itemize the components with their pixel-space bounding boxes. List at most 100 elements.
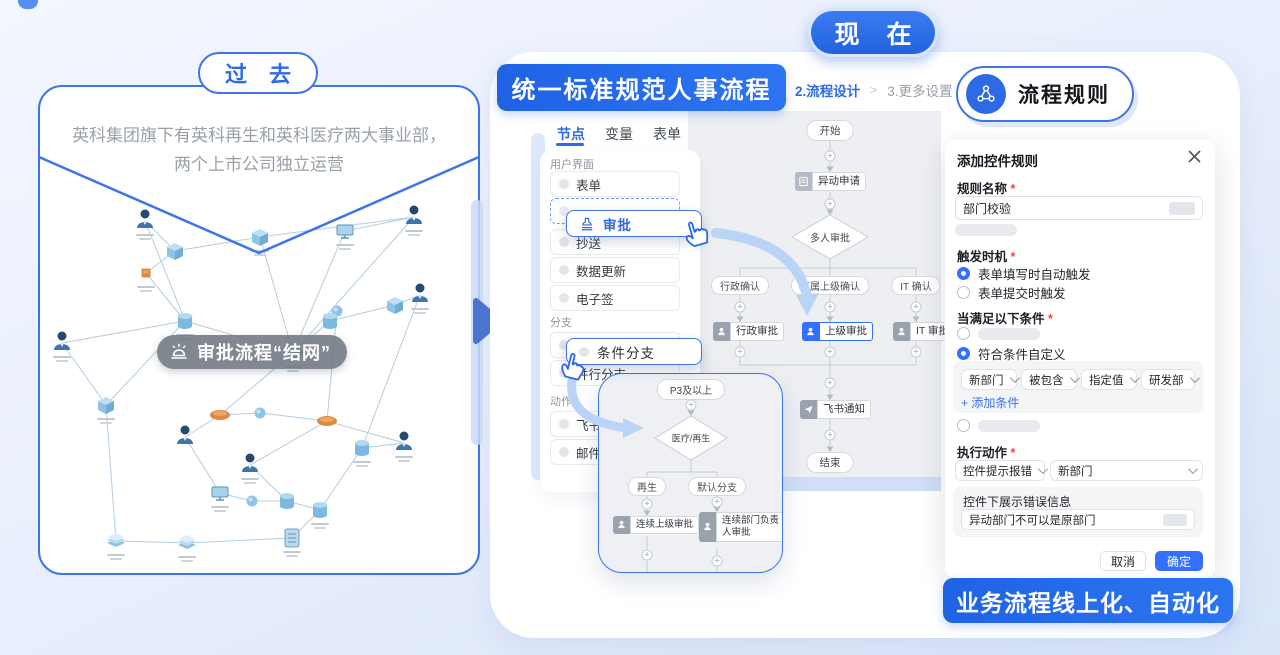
add-condition-link[interactable]: + 添加条件 [961,396,1020,410]
tab-variables[interactable]: 变量 [605,126,633,142]
sidebar-item-esign[interactable]: 电子签 [550,285,680,311]
hand-cursor-icon [685,221,709,248]
add-node-connector[interactable] [910,301,922,313]
radio-on-icon[interactable] [957,347,970,360]
add-node-connector[interactable] [685,399,697,411]
add-node-connector[interactable] [824,377,836,389]
trigger-label-text: 触发时机 [957,250,1008,264]
add-node-connector[interactable] [824,429,836,441]
rule-name-label: 规则名称 * [957,178,1015,197]
breadcrumb-step-design[interactable]: 2.流程设计 [795,84,861,99]
condition-field-dropdown[interactable]: 新部门 [961,369,1020,390]
sidebar-item-form[interactable]: 表单 [550,171,680,197]
sidebar-item-cc-label: 抄送 [576,236,602,251]
confirm-button[interactable]: 确定 [1155,551,1203,571]
approver-icon [893,322,910,342]
bottom-banner-label: 业务流程线上化、自动化 [956,589,1220,616]
add-node-connector[interactable] [641,498,653,510]
condition-operator-dropdown[interactable]: 被包含 [1021,369,1080,390]
network-tooltip: 审批流程“结网” [157,335,347,369]
main-flow: 开始 异动申请 多人审批 行政确认 直属上级确认 IT 确认 行政审批 上级审批 [688,111,956,477]
logo-mark [18,0,38,9]
flow-notify-label: 飞书通知 [817,400,871,420]
main-banner-label: 统一标准规范人事流程 [511,77,772,104]
sidebar-item-data-update[interactable]: 数据更新 [550,257,680,283]
close-icon[interactable] [1188,150,1201,163]
bell-icon [171,343,187,359]
flow-admin-approve-label: 行政审批 [730,322,784,342]
item-dot-icon [559,265,569,275]
breadcrumb-separator: > [870,83,878,97]
required-mark: * [1010,250,1016,264]
add-node-connector[interactable] [711,555,723,567]
branch-cond-admin[interactable]: 行政确认 [711,276,769,295]
subflow-dept-head-node[interactable]: 连续部门负责人审批 [699,512,782,542]
flow-end-node[interactable]: 结束 [806,452,854,473]
skeleton-pill [955,224,1017,236]
condition-label-text: 当满足以下条件 [957,312,1045,326]
flow-apply-node[interactable]: 异动申请 [795,172,866,192]
trigger-option-auto[interactable]: 表单填写时自动触发 [957,264,1091,283]
drag-card-condition[interactable]: 条件分支 [566,338,702,365]
flow-decision-label[interactable]: 多人审批 [810,233,850,245]
past-description: 英科集团旗下有英科再生和英科医疗两大事业部， 两个上市公司独立运营 [48,122,470,180]
add-node-connector[interactable] [910,346,922,358]
add-node-connector[interactable] [824,301,836,313]
required-mark: * [1048,312,1053,326]
error-message-value: 异动部门不可以是原部门 [969,514,1096,527]
add-node-connector[interactable] [824,198,836,210]
subflow-entry-node[interactable]: P3及以上 [656,379,726,400]
rule-name-input[interactable]: 部门校验 [955,196,1203,220]
subflow-decision-label[interactable]: 医疗/再生 [671,433,711,444]
flow-start-node[interactable]: 开始 [806,120,854,141]
action-type-value: 控件提示报错 [963,465,1032,478]
flow-admin-approve-node[interactable]: 行政审批 [713,322,784,342]
add-node-connector[interactable] [824,150,836,162]
add-node-connector[interactable] [711,496,723,508]
section-label-branch: 分支 [550,317,572,329]
modal-title: 添加控件规则 [957,154,1038,169]
cancel-button[interactable]: 取消 [1100,551,1146,571]
tab-form[interactable]: 表单 [653,126,681,142]
radio-off-icon[interactable] [957,327,970,340]
action-type-dropdown[interactable]: 控件提示报错 [955,460,1048,481]
subflow-cond-default[interactable]: 默认分支 [688,477,746,496]
approver-icon [613,516,630,534]
item-dot-icon [559,340,569,350]
condition-operator-value: 被包含 [1029,374,1064,387]
zoom-callout-arrow-small [567,375,644,438]
error-message-input[interactable]: 异动部门不可以是原部门 [961,509,1195,530]
trigger-option-submit[interactable]: 表单提交时触发 [957,283,1066,302]
condition-type-dropdown[interactable]: 指定值 [1081,369,1140,390]
condition-option-1[interactable] [957,327,1040,340]
cancel-button-label: 取消 [1110,554,1135,569]
condition-option-custom[interactable]: 符合条件自定义 [957,344,1066,363]
flow-notify-node[interactable]: 飞书通知 [800,400,871,420]
add-node-connector[interactable] [824,346,836,358]
add-node-connector[interactable] [734,346,746,358]
sidebar-item-data-update-label: 数据更新 [576,264,627,279]
drag-card-condition-label: 条件分支 [597,345,655,361]
radio-off-icon[interactable] [957,419,970,432]
item-dot-icon [559,179,569,189]
subflow-serial-superior-node[interactable]: 连续上级审批 [613,516,700,534]
action-target-dropdown[interactable]: 新部门 [1050,460,1203,481]
radio-off-icon[interactable] [957,286,970,299]
add-node-connector[interactable] [734,301,746,313]
tab-nodes[interactable]: 节点 [557,126,585,142]
add-node-connector[interactable] [641,549,653,561]
breadcrumb-step-more[interactable]: 3.更多设置 [887,84,953,99]
subflow-cond-regen[interactable]: 再生 [628,477,666,496]
radio-on-icon[interactable] [957,267,970,280]
past-badge-label: 过 去 [224,62,300,87]
condition-value-dropdown[interactable]: 研发部 [1141,369,1200,390]
approver-icon [699,512,716,542]
flow-it-approve-node[interactable]: IT 审批 [893,322,956,342]
paper-plane-icon [800,400,817,420]
condition-option-3[interactable] [957,419,1040,432]
main-banner: 统一标准规范人事流程 [497,64,786,111]
branch-cond-it[interactable]: IT 确认 [891,276,941,295]
required-mark: * [1010,446,1016,460]
flow-superior-approve-node[interactable]: 上级审批 [802,322,873,342]
drag-card-approve[interactable]: 审批 [566,210,702,237]
